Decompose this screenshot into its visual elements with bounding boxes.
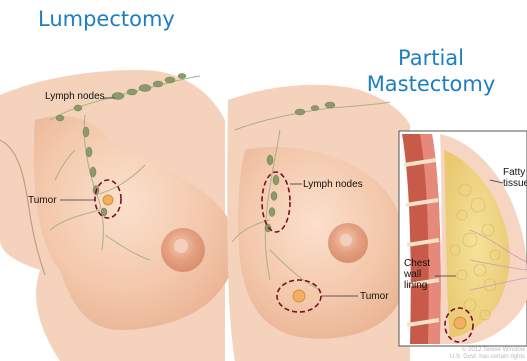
label-tumor-right: Tumor (360, 291, 389, 302)
label-chest-wall-lining: Chest wall lining (404, 258, 430, 291)
label-fatty-line1: Fatty (503, 167, 527, 178)
credit-line2: U.S. Govt. has certain rights (450, 354, 525, 361)
label-lymph-nodes-right: Lymph nodes (303, 179, 363, 190)
lumpectomy-breast (0, 70, 235, 361)
partial-mastectomy-breast (227, 85, 410, 361)
label-chest-line1: Chest (404, 258, 430, 269)
label-chest-line3: lining (404, 280, 430, 291)
title-lumpectomy: Lumpectomy (38, 6, 175, 32)
label-fatty-tissue: Fatty tissue (503, 167, 527, 189)
title-partial-mastectomy: Partial Mastectomy (356, 45, 506, 97)
copyright-credit: © 2012 Terese Winslow U.S. Govt. has cer… (450, 347, 525, 361)
credit-line1: © 2012 Terese Winslow (450, 347, 525, 354)
title-partial-line2: Mastectomy (356, 71, 506, 97)
cross-section-inset (399, 131, 527, 346)
label-chest-line2: wall (404, 269, 430, 280)
label-fatty-line2: tissue (503, 178, 527, 189)
label-tumor-left: Tumor (28, 195, 57, 206)
label-lymph-nodes-left: Lymph nodes (45, 91, 105, 102)
title-partial-line1: Partial (356, 45, 506, 71)
